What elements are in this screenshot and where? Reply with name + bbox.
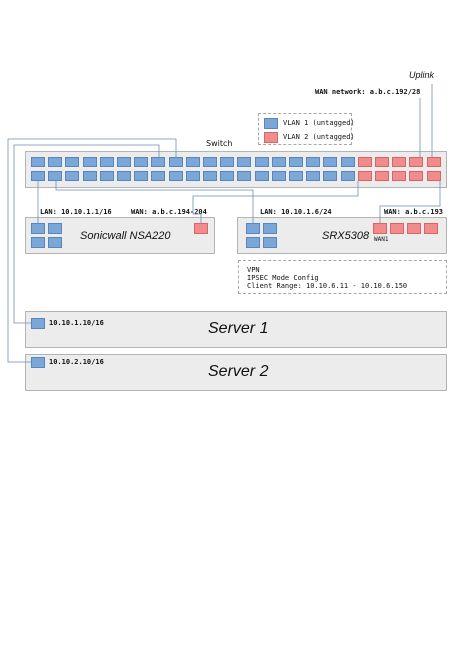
server1-name: Server 1 xyxy=(208,320,269,337)
switch-vlan1-port-36[interactable] xyxy=(220,171,235,181)
switch-vlan1-port-5[interactable] xyxy=(99,157,114,167)
switch-vlan1-port-31[interactable] xyxy=(134,171,149,181)
legend-vlan2-label: VLAN 2 (untagged) xyxy=(283,133,355,141)
switch-vlan1-port-9[interactable] xyxy=(168,157,183,167)
switch-vlan1-port-7[interactable] xyxy=(134,157,149,167)
switch-vlan1-port-25[interactable] xyxy=(31,171,45,181)
switch-vlan1-port-39[interactable] xyxy=(271,171,286,181)
switch-vlan1-port-12[interactable] xyxy=(220,157,235,167)
switch-vlan1-port-33[interactable] xyxy=(168,171,183,181)
srx-lan-port-1[interactable] xyxy=(246,223,260,234)
switch-vlan2-port-21[interactable] xyxy=(375,157,389,167)
switch-vlan1-port-3[interactable] xyxy=(65,157,80,167)
srx-wan-port-2[interactable] xyxy=(390,223,404,234)
switch-vlan1-port-8[interactable] xyxy=(151,157,166,167)
switch-vlan1-port-2[interactable] xyxy=(48,157,63,167)
switch-vlan2-port-24[interactable] xyxy=(426,157,441,167)
switch-vlan1-port-26[interactable] xyxy=(48,171,63,181)
server2-ip: 10.10.2.10/16 xyxy=(49,358,104,366)
switch-vlan1-port-15[interactable] xyxy=(271,157,286,167)
switch-vlan2-port-47[interactable] xyxy=(409,171,424,181)
switch-vlan1-port-42[interactable] xyxy=(323,171,338,181)
switch-vlan1-port-19[interactable] xyxy=(340,157,355,167)
srx-wan-label: WAN: a.b.c.193 xyxy=(384,208,444,216)
legend-vlan1-label: VLAN 1 (untagged) xyxy=(283,119,355,127)
switch-vlan1-port-37[interactable] xyxy=(237,171,252,181)
switch-vlan1-port-43[interactable] xyxy=(340,171,355,181)
vlan2-swatch xyxy=(264,132,278,143)
switch-vlan1-port-40[interactable] xyxy=(289,171,303,181)
switch-vlan2-port-45[interactable] xyxy=(375,171,389,181)
switch-vlan1-port-30[interactable] xyxy=(117,171,131,181)
vpn-line-2: IPSEC Mode Config xyxy=(247,274,319,282)
switch-vlan1-port-34[interactable] xyxy=(185,171,200,181)
srx-lan-port-3[interactable] xyxy=(246,237,260,248)
vlan1-swatch xyxy=(264,118,278,129)
srx-lan-port-4[interactable] xyxy=(263,237,277,248)
server1-port[interactable] xyxy=(31,318,45,329)
switch-vlan1-port-6[interactable] xyxy=(117,157,131,167)
switch-vlan1-port-28[interactable] xyxy=(82,171,97,181)
srx-wan-port-3[interactable] xyxy=(407,223,421,234)
srx-name: SRX5308 xyxy=(322,230,370,242)
legend: VLAN 1 (untagged) VLAN 2 (untagged) xyxy=(258,113,355,145)
switch-vlan2-port-20[interactable] xyxy=(357,157,372,167)
switch-vlan1-port-29[interactable] xyxy=(99,171,114,181)
switch-vlan1-port-35[interactable] xyxy=(203,171,217,181)
uplink-label: Uplink xyxy=(409,70,435,80)
switch-vlan1-port-11[interactable] xyxy=(203,157,217,167)
switch-vlan1-port-27[interactable] xyxy=(65,171,80,181)
switch-vlan2-port-23[interactable] xyxy=(409,157,424,167)
switch-vlan2-port-48[interactable] xyxy=(426,171,441,181)
srx-lan-port-2[interactable] xyxy=(263,223,277,234)
switch-vlan1-port-38[interactable] xyxy=(254,171,269,181)
wan-network-label: WAN network: a.b.c.192/28 xyxy=(315,88,421,96)
srx-wan1-label: WAN1 xyxy=(374,236,389,243)
sonicwall-lan-port-3[interactable] xyxy=(31,237,45,248)
vpn-note: VPN IPSEC Mode Config Client Range: 10.1… xyxy=(238,260,447,294)
sonicwall-wan-port[interactable] xyxy=(194,223,208,234)
srx-wan1-port[interactable] xyxy=(373,223,387,234)
sonicwall-lan-port-1[interactable] xyxy=(31,223,45,234)
sonicwall-lan-port-2[interactable] xyxy=(48,223,62,234)
srx-wan-port-4[interactable] xyxy=(424,223,438,234)
sonicwall-wan-label: WAN: a.b.c.194-204 xyxy=(131,208,207,216)
switch-vlan2-port-44[interactable] xyxy=(357,171,372,181)
vpn-line-3: Client Range: 10.10.6.11 - 10.10.6.150 xyxy=(247,282,408,290)
sonicwall-name: Sonicwall NSA220 xyxy=(80,230,171,242)
switch-vlan1-port-14[interactable] xyxy=(254,157,269,167)
switch-vlan1-port-17[interactable] xyxy=(306,157,321,167)
switch-vlan1-port-41[interactable] xyxy=(306,171,321,181)
switch-title: Switch xyxy=(206,139,233,148)
switch-vlan1-port-1[interactable] xyxy=(31,157,45,167)
switch-vlan1-port-4[interactable] xyxy=(82,157,97,167)
switch-vlan1-port-13[interactable] xyxy=(237,157,252,167)
switch-vlan2-port-22[interactable] xyxy=(392,157,407,167)
switch-vlan2-port-46[interactable] xyxy=(392,171,407,181)
server1-ip: 10.10.1.10/16 xyxy=(49,319,104,327)
srx-lan-label: LAN: 10.10.1.6/24 xyxy=(260,208,332,216)
switch-vlan1-port-16[interactable] xyxy=(289,157,303,167)
switch-vlan1-port-32[interactable] xyxy=(151,171,166,181)
server2-port[interactable] xyxy=(31,357,45,368)
vpn-line-1: VPN xyxy=(247,266,260,274)
sonicwall-lan-label: LAN: 10.10.1.1/16 xyxy=(40,208,112,216)
switch-vlan1-port-10[interactable] xyxy=(185,157,200,167)
switch-vlan1-port-18[interactable] xyxy=(323,157,338,167)
server2-name: Server 2 xyxy=(208,363,269,380)
sonicwall-lan-port-4[interactable] xyxy=(48,237,62,248)
